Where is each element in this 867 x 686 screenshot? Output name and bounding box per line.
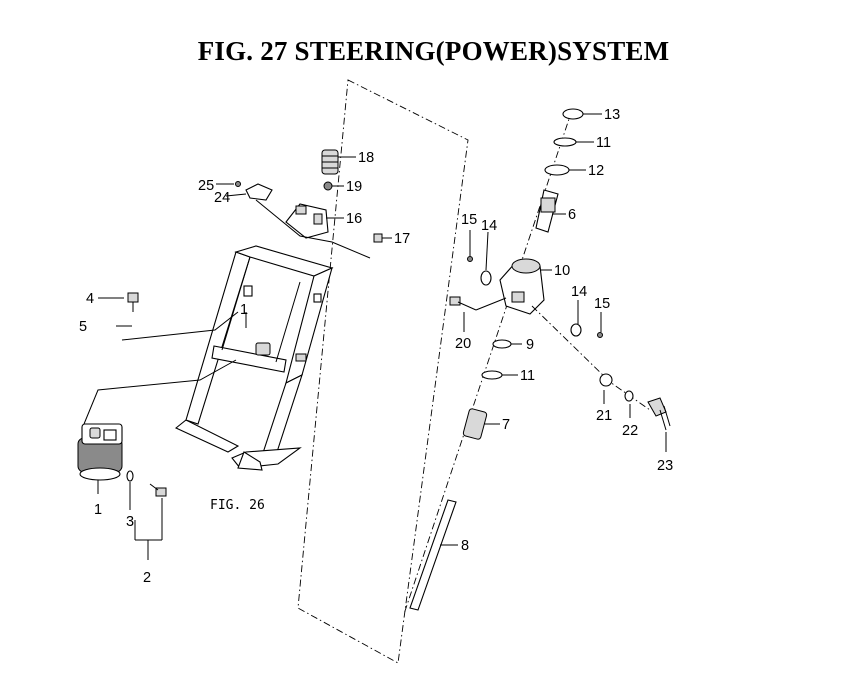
bolt-part-4 bbox=[127, 292, 139, 312]
callout-14-left: 14 bbox=[481, 218, 497, 234]
bracket-part-16 bbox=[285, 203, 329, 239]
callout-7: 7 bbox=[502, 417, 510, 433]
callout-5: 5 bbox=[79, 319, 87, 335]
cap-part-13 bbox=[562, 108, 584, 120]
spacer-part-22 bbox=[624, 390, 634, 402]
shaft-part-6 bbox=[535, 189, 559, 233]
bolt-part-20 bbox=[449, 296, 477, 311]
washer-part-21 bbox=[599, 373, 613, 387]
callout-23: 23 bbox=[657, 458, 673, 474]
bolt-part-17 bbox=[373, 233, 383, 243]
screw-part-25 bbox=[235, 181, 241, 187]
callout-10: 10 bbox=[554, 263, 570, 279]
callout-19: 19 bbox=[346, 179, 362, 195]
bushing-part-14-right bbox=[570, 323, 582, 337]
callout-15-right: 15 bbox=[594, 296, 610, 312]
ring-part-9 bbox=[492, 339, 512, 349]
callout-6: 6 bbox=[568, 207, 576, 223]
tilt-lever-part-23 bbox=[647, 397, 671, 431]
callout-labels: 1 1 2 3 4 5 6 7 8 9 10 11 11 12 13 14 14… bbox=[79, 107, 673, 586]
callout-16: 16 bbox=[346, 211, 362, 227]
callout-1: 1 bbox=[94, 502, 102, 518]
callout-9: 9 bbox=[526, 337, 534, 353]
callout-11-top: 11 bbox=[596, 135, 611, 151]
o-ring-part-11-top bbox=[553, 137, 577, 147]
callout-13: 13 bbox=[604, 107, 620, 123]
column-assembly-enclosure bbox=[297, 79, 469, 664]
callout-20: 20 bbox=[455, 336, 471, 352]
washer-part-3 bbox=[126, 470, 134, 482]
callout-18: 18 bbox=[358, 150, 374, 166]
callout-24: 24 bbox=[214, 190, 230, 206]
callout-15-left: 15 bbox=[461, 212, 477, 228]
steering-shaft-part-8 bbox=[409, 499, 457, 611]
universal-joint-part-7 bbox=[462, 408, 488, 440]
bushing-part-14-left bbox=[480, 270, 492, 286]
power-steering-unit-part-1 bbox=[77, 423, 123, 481]
callout-14-right: 14 bbox=[571, 284, 587, 300]
ring-part-12 bbox=[544, 164, 570, 176]
callout-3: 3 bbox=[126, 514, 134, 530]
screw-part-15-left bbox=[467, 256, 473, 262]
callout-1b: 1 bbox=[240, 302, 248, 318]
callout-11-bottom: 11 bbox=[520, 368, 535, 384]
callout-21: 21 bbox=[596, 408, 612, 424]
callout-17: 17 bbox=[394, 231, 410, 247]
reference-figure-label: FIG. 26 bbox=[210, 498, 265, 513]
frame-bracket bbox=[174, 245, 334, 471]
nut-part-19 bbox=[323, 181, 333, 191]
o-ring-part-11-bottom bbox=[481, 370, 503, 380]
callout-25: 25 bbox=[198, 178, 214, 194]
callout-2: 2 bbox=[143, 570, 151, 586]
steering-column-housing-part-10 bbox=[499, 258, 545, 315]
callout-8: 8 bbox=[461, 538, 469, 554]
callout-4: 4 bbox=[86, 291, 94, 307]
spring-part-18 bbox=[321, 149, 339, 175]
figure-title: FIG. 27 STEERING(POWER)SYSTEM bbox=[197, 36, 670, 66]
plate-part-24 bbox=[245, 183, 273, 201]
callout-22: 22 bbox=[622, 423, 638, 439]
screw-part-15-right bbox=[597, 332, 603, 338]
bolt-part-2 bbox=[149, 483, 167, 497]
callout-12: 12 bbox=[588, 163, 604, 179]
